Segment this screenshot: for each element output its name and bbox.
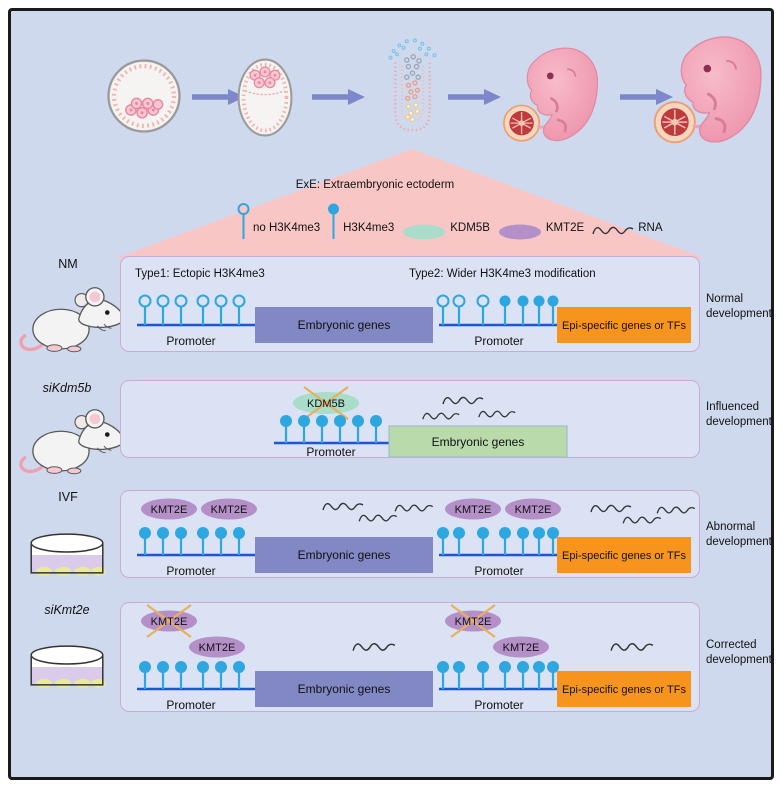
svg-text:KDM5B: KDM5B <box>307 398 345 410</box>
promoter-label: Promoter <box>166 334 215 348</box>
egg-cylinder-icon <box>387 38 438 132</box>
kmt2e-knockout: KMT2E <box>141 604 197 638</box>
svg-text:KMT2E: KMT2E <box>515 504 552 516</box>
kmt2e-knockout: KMT2E <box>445 604 501 638</box>
h3k4me3-lollipops <box>139 527 245 555</box>
promoter-label: Promoter <box>474 698 523 711</box>
kmt2e-ellipse-icon <box>498 224 541 240</box>
h3k4me3-lollipops <box>436 294 559 325</box>
legend-item-h3k4me3: H3K4me3 <box>327 202 394 240</box>
panel-ivf: KMT2E KMT2E Embryonic genes Promoter KMT… <box>120 490 700 578</box>
h3k4me3-lollipops <box>280 415 382 443</box>
epi-specific-genes-box: Epi-specific genes or TFs <box>557 671 691 707</box>
h3k4me3-lollipops <box>437 661 559 689</box>
promoter-label: Promoter <box>306 445 355 457</box>
svg-text:KMT2E: KMT2E <box>455 616 492 628</box>
svg-text:Embryonic genes: Embryonic genes <box>432 435 525 449</box>
no-h3k4me3-open-lollipop-icon <box>237 203 250 239</box>
knockout-cross-icon <box>146 604 192 638</box>
culture-dish-figure <box>26 634 108 688</box>
row-label-ivf: IVF <box>58 490 78 504</box>
svg-text:KMT2E: KMT2E <box>455 504 492 516</box>
culture-dish-figure <box>26 522 108 576</box>
h3k4me3-lollipops <box>138 294 246 325</box>
knockout-cross-icon <box>303 386 349 420</box>
panel-sikmt2e: KMT2E KMT2E Embryonic genes Promoter KMT… <box>120 602 700 712</box>
flow-arrow-1-icon <box>192 89 245 105</box>
svg-text:Epi-specific genes or TFs: Epi-specific genes or TFs <box>562 320 686 332</box>
embryonic-genes-box: Embryonic genes <box>388 425 568 457</box>
flow-arrow-4-icon <box>620 89 673 105</box>
legend-label: no H3K4me3 <box>253 222 321 234</box>
rna-transcripts <box>352 643 396 652</box>
flow-arrow-3-icon <box>448 89 501 105</box>
knockout-cross-icon <box>450 604 496 638</box>
kdm5b-ellipse-icon <box>403 224 446 240</box>
promoter-label: Promoter <box>166 564 215 577</box>
legend-item-kmt2e: KMT2E <box>497 218 584 240</box>
legend: no H3K4me3 H3K4me3 KDM5B KMT2E RNA <box>237 202 663 240</box>
legend-item-no-h3k4me3: no H3K4me3 <box>237 202 320 240</box>
type1-header: Type1: Ectopic H3K4me3 <box>135 268 265 280</box>
svg-text:KMT2E: KMT2E <box>503 642 540 654</box>
callout-title: ExE: Extraembryonic ectoderm <box>295 179 455 191</box>
row-label-nm: NM <box>58 257 78 271</box>
kmt2e-enzymes: KMT2E KMT2E <box>445 498 561 520</box>
promoter-label: Promoter <box>474 334 523 348</box>
kdm5b-knockout: KDM5B <box>293 386 359 420</box>
epi-specific-genes-box: Epi-specific genes or TFs <box>557 537 691 573</box>
type2-header: Type2: Wider H3K4me3 modification <box>409 268 596 280</box>
embryo-placenta-icon <box>502 46 599 143</box>
row-label-sikmt2e: siKmt2e <box>44 603 90 617</box>
embryonic-genes-box: Embryonic genes <box>255 307 433 343</box>
svg-text:KMT2E: KMT2E <box>151 616 188 628</box>
h3k4me3-lollipops <box>139 661 245 689</box>
rna-transcripts <box>590 504 696 524</box>
legend-item-kdm5b: KDM5B <box>401 218 490 240</box>
flow-arrow-2-icon <box>312 89 365 105</box>
kmt2e-enzyme: KMT2E <box>493 636 549 658</box>
svg-text:Epi-specific genes or TFs: Epi-specific genes or TFs <box>562 550 686 562</box>
epi-specific-genes-box: Epi-specific genes or TFs <box>557 307 691 343</box>
svg-text:Embryonic genes: Embryonic genes <box>298 682 391 696</box>
svg-text:KMT2E: KMT2E <box>199 642 236 654</box>
kmt2e-enzymes: KMT2E KMT2E <box>141 498 257 520</box>
svg-text:Embryonic genes: Embryonic genes <box>298 548 391 562</box>
svg-text:Epi-specific genes or TFs: Epi-specific genes or TFs <box>562 684 686 696</box>
outcome-label-normal: Normal development <box>706 293 772 320</box>
legend-label: RNA <box>638 222 663 234</box>
embryonic-genes-box: Embryonic genes <box>255 671 433 707</box>
outcome-label-abnormal: Abnormal development <box>706 521 772 548</box>
embryo-placenta-large-icon <box>653 35 763 144</box>
rna-squiggle-icon <box>592 226 634 235</box>
rna-transcripts <box>322 502 434 522</box>
h3k4me3-filled-lollipop-icon <box>328 203 340 239</box>
blastocyst-late-icon <box>236 57 294 138</box>
promoter-label: Promoter <box>474 564 523 577</box>
callout-triangle <box>116 149 704 258</box>
legend-label: H3K4me3 <box>343 222 395 234</box>
panel-sikdm5b: KDM5B Embryonic genes Promoter <box>120 380 700 458</box>
rna-transcripts <box>422 396 516 420</box>
legend-item-rna: RNA <box>591 218 663 240</box>
legend-label: KDM5B <box>450 222 490 234</box>
blastocyst-early-icon <box>109 61 180 132</box>
embryonic-genes-box: Embryonic genes <box>255 537 433 573</box>
svg-text:Embryonic genes: Embryonic genes <box>298 318 391 332</box>
svg-text:KMT2E: KMT2E <box>211 504 248 516</box>
outcome-label-influenced: Influenced development <box>706 401 772 428</box>
rna-transcripts <box>610 643 654 652</box>
svg-text:KMT2E: KMT2E <box>151 504 188 516</box>
panel-nm: Type1: Ectopic H3K4me3 Type2: Wider H3K4… <box>120 256 700 352</box>
promoter-label: Promoter <box>166 698 215 711</box>
h3k4me3-lollipops <box>437 527 559 555</box>
outcome-label-corrected: Corrected development <box>706 639 772 666</box>
legend-label: KMT2E <box>545 222 585 234</box>
kmt2e-enzyme: KMT2E <box>189 636 245 658</box>
row-label-sikdm5b: siKdm5b <box>42 381 92 395</box>
